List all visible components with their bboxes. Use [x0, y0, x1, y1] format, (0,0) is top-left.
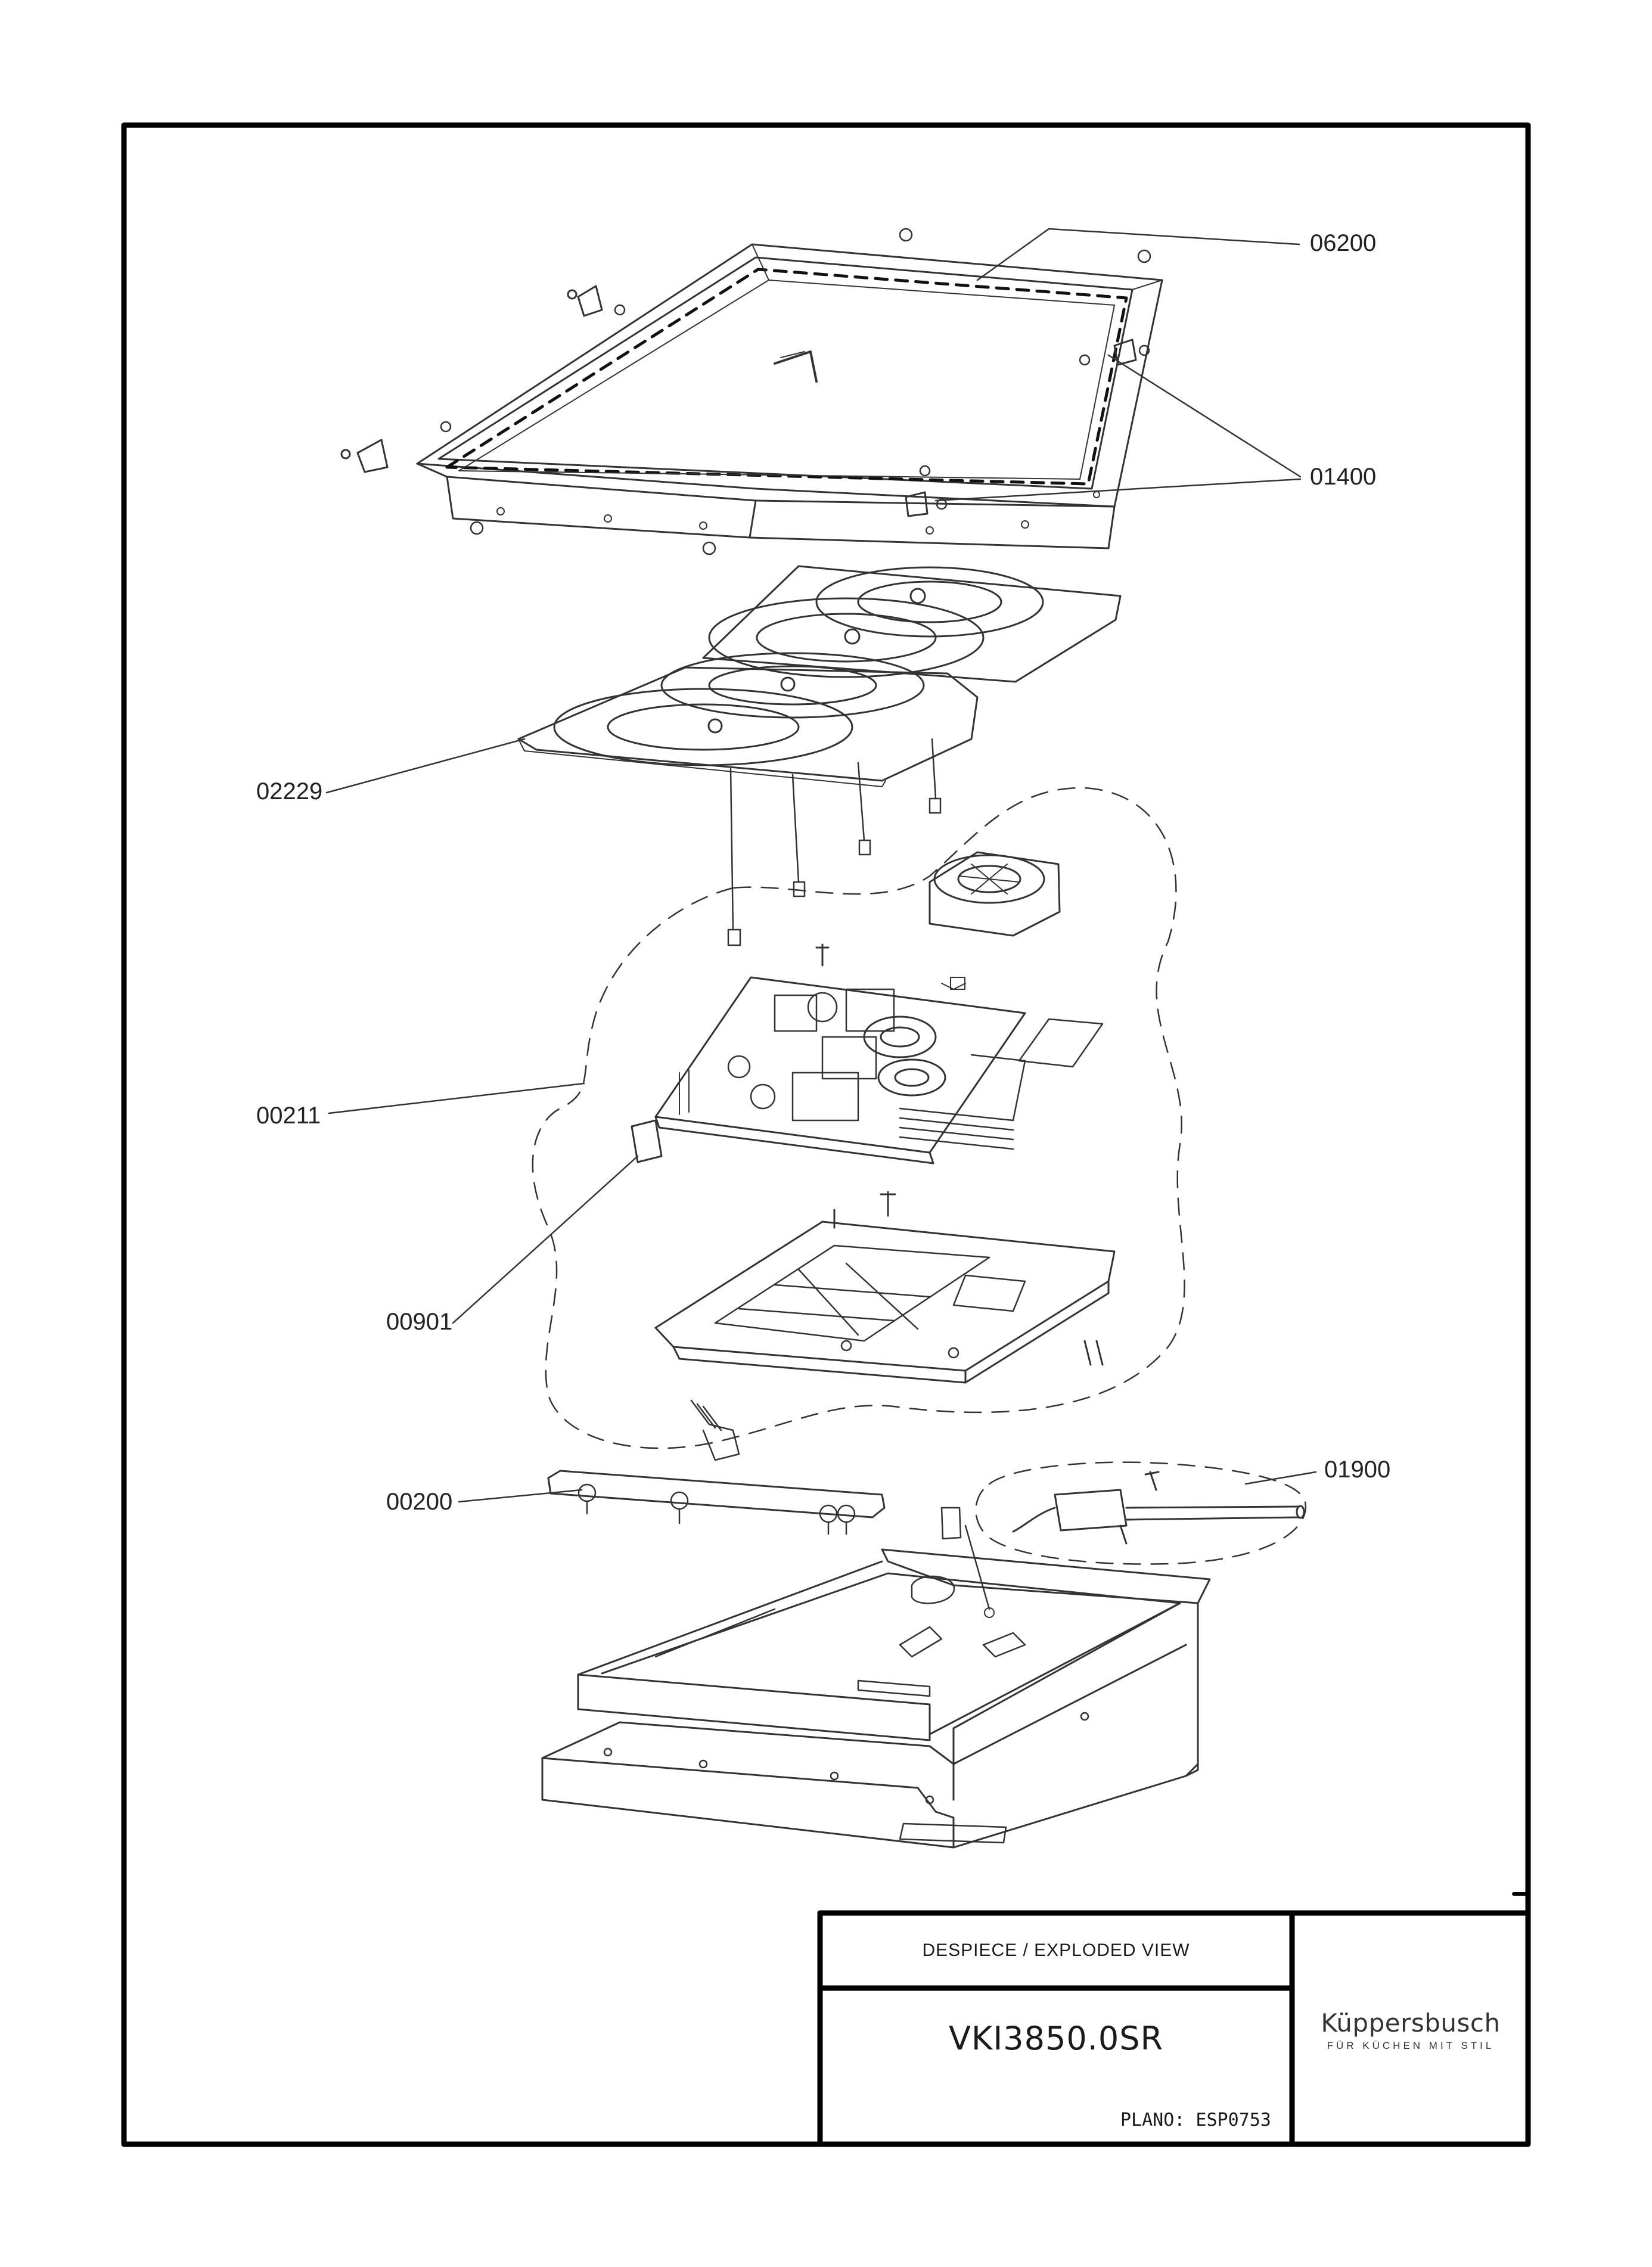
title-block-title-cell: DESPIECE / EXPLODED VIEW — [822, 1915, 1290, 1986]
grommet — [940, 1507, 990, 1610]
brand-tagline: FÜR KÜCHEN MIT STIL — [1327, 2040, 1495, 2051]
dashed-group-01900 — [975, 1461, 1307, 1565]
brand-logo: Küppersbusch FÜR KÜCHEN MIT STIL — [1294, 2008, 1527, 2052]
label-00211: 00211 — [256, 1103, 321, 1129]
part-bottom-housing — [541, 1548, 1211, 1849]
thermal-pad — [1018, 1018, 1104, 1068]
plano-number: PLANO: ESP0753 — [1120, 2110, 1271, 2131]
part-02229-hob-plate — [517, 565, 1122, 787]
title-block — [817, 1892, 1531, 2147]
dashed-group-00211 — [532, 787, 1185, 1449]
part-base-tray — [654, 1191, 1116, 1384]
ribbon-connector — [690, 1399, 740, 1461]
model-number: VKI3850.0SR — [948, 2019, 1164, 2057]
part-00200-control-strip — [547, 1470, 886, 1535]
rating-plate — [899, 1822, 1007, 1844]
part-00211-power-board — [654, 976, 1026, 1164]
part-06200-top-frame — [416, 243, 1163, 549]
title-block-model-cell: VKI3850.0SR — [822, 1990, 1290, 2086]
part-00901-clip — [631, 1119, 663, 1163]
label-01400: 01400 — [1310, 464, 1377, 490]
part-01400-brackets — [340, 285, 1137, 517]
leader-lines — [325, 228, 1317, 1503]
label-06200: 06200 — [1310, 230, 1377, 256]
part-cooling-fan — [929, 851, 1061, 937]
label-00901: 00901 — [386, 1309, 453, 1335]
brand-name: Küppersbusch — [1321, 2008, 1501, 2038]
label-01900: 01900 — [1324, 1457, 1391, 1483]
drawing-title: DESPIECE / EXPLODED VIEW — [922, 1940, 1190, 1960]
grommet-mount — [984, 1607, 995, 1618]
part-02229-wires — [727, 738, 942, 946]
label-02229: 02229 — [256, 778, 323, 805]
part-06200-screws — [440, 228, 1151, 555]
label-00200: 00200 — [386, 1489, 453, 1515]
screw-board — [815, 943, 830, 967]
screw-clip — [941, 983, 966, 990]
drawing-frame — [121, 122, 1531, 2147]
part-01900-mains-cable — [1012, 1471, 1305, 1545]
